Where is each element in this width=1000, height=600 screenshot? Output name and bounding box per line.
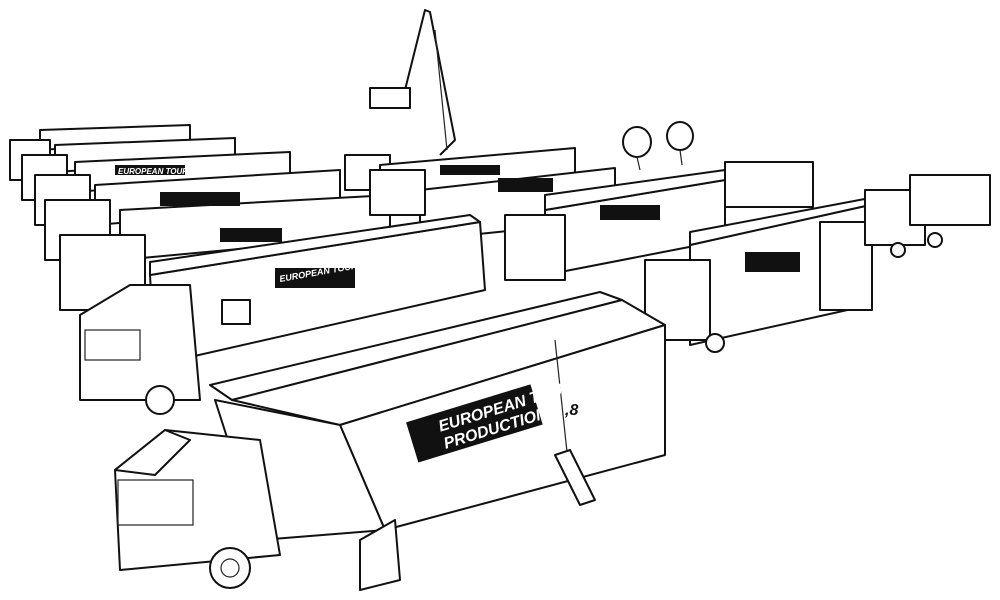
background-trucks-right xyxy=(504,161,991,353)
satellite-dishes xyxy=(622,121,694,171)
logo-text: EUROPEAN TOUR xyxy=(118,167,188,176)
second-truck: EUROPEAN TOUR xyxy=(79,214,486,415)
trailer-number: ,8 xyxy=(564,402,578,419)
main-truck: EUROPEAN TOUR PRODUCTIONS ,8 xyxy=(114,291,666,591)
crane xyxy=(369,9,456,156)
